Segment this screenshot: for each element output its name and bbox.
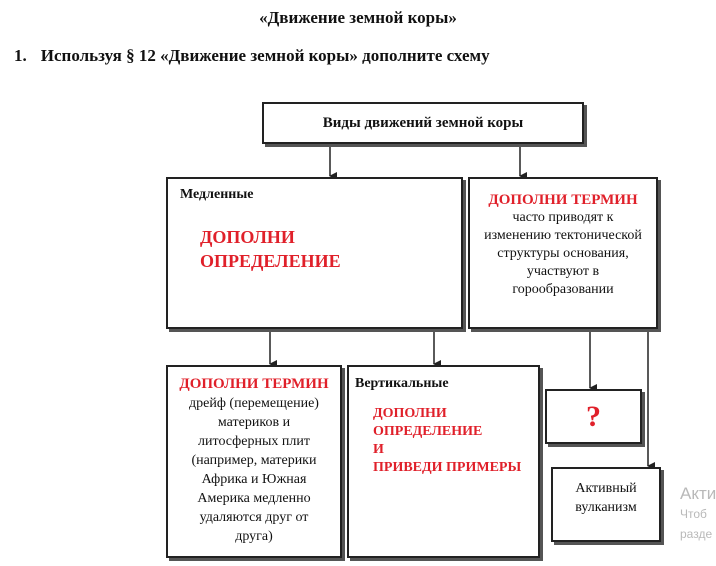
vertical-fill-line-3: И [373, 442, 384, 457]
fast-line-5: горообразовании [512, 282, 614, 297]
fast-fill-term: ДОПОЛНИ ТЕРМИН [488, 192, 638, 208]
fast-line-1: часто приводят к [512, 210, 614, 225]
vertical-movements-box: Вертикальные ДОПОЛНИ ОПРЕДЕЛЕНИЕ И ПРИВЕ… [347, 365, 540, 558]
horizontal-line-7: удаляются друг от [199, 510, 309, 525]
horizontal-line-8: друга) [235, 529, 273, 544]
vertical-fill-line-2: ОПРЕДЕЛЕНИЕ [373, 424, 483, 439]
page-title: «Движение земной коры» [259, 8, 457, 27]
horizontal-line-3: литосферных плит [198, 434, 310, 449]
volcanism-line-2: вулканизм [575, 500, 637, 515]
fast-line-3: структуры основания, [497, 246, 629, 261]
fast-movements-box: ДОПОЛНИ ТЕРМИН часто приводят к изменени… [468, 177, 658, 329]
horizontal-line-1: дрейф (перемещение) [189, 396, 319, 411]
horizontal-line-6: Америка медленно [197, 491, 311, 506]
task-text: Используя § 12 «Движение земной коры» до… [40, 46, 490, 65]
vertical-fill-definition: ДОПОЛНИ ОПРЕДЕЛЕНИЕ И ПРИВЕДИ ПРИМЕРЫ [373, 405, 521, 477]
horizontal-line-2: материков и [217, 415, 291, 430]
volcanism-box: Активный вулканизм [551, 467, 661, 542]
horizontal-line-5: Африка и Южная [201, 472, 307, 487]
slow-movements-box: Медленные ДОПОЛНИ ОПРЕДЕЛЕНИЕ [166, 177, 463, 329]
task-instruction: 1. Используя § 12 «Движение земной коры» … [14, 46, 490, 66]
horizontal-line-4: (например, материки [191, 453, 317, 468]
activation-watermark: Акти Чтоб разде [680, 484, 716, 544]
volcanism-line-1: Активный [575, 481, 637, 496]
watermark-line-3: разде [680, 527, 713, 541]
vertical-label: Вертикальные [355, 376, 449, 391]
slow-fill-line-2: ОПРЕДЕЛЕНИЕ [200, 251, 341, 271]
task-number: 1. [14, 46, 27, 65]
slow-label: Медленные [180, 187, 254, 202]
vertical-fill-line-4: ПРИВЕДИ ПРИМЕРЫ [373, 460, 522, 475]
slow-fill-line-1: ДОПОЛНИ [200, 227, 295, 247]
unknown-type-box: ? [545, 389, 642, 444]
horizontal-fill-term: ДОПОЛНИ ТЕРМИН [179, 376, 329, 392]
root-box: Виды движений земной коры [262, 102, 584, 144]
watermark-line-1: Акти [680, 484, 716, 503]
fast-line-4: участвуют в [526, 264, 600, 279]
watermark-line-2: Чтоб [680, 507, 707, 521]
horizontal-movements-box: ДОПОЛНИ ТЕРМИН дрейф (перемещение) матер… [166, 365, 342, 558]
question-mark: ? [586, 400, 601, 433]
vertical-fill-line-1: ДОПОЛНИ [373, 406, 447, 421]
root-label: Виды движений земной коры [322, 115, 524, 131]
slow-fill-definition: ДОПОЛНИ ОПРЕДЕЛЕНИЕ [200, 225, 341, 273]
fast-line-2: изменению тектонической [484, 228, 642, 243]
